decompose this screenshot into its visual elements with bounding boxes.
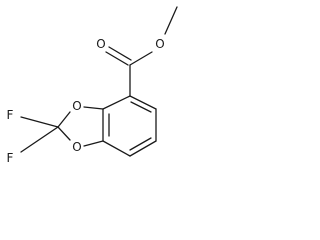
bond-c2-f-lower	[20, 126, 59, 153]
bond-carbonyl-o-single	[129, 51, 153, 66]
benzene-ring	[102, 95, 157, 157]
difluoro-group: F F	[7, 108, 59, 165]
fluorine-lower-label: F	[7, 151, 14, 165]
bond-c2-f-upper	[20, 116, 59, 128]
bond-carbonyl-o-double-a	[105, 51, 129, 66]
bond-o1-c2	[57, 111, 71, 128]
ring-oxygen-upper-label: O	[72, 99, 81, 113]
bond-carbonyl-o-double-b	[108, 46, 132, 61]
dioxole-ring: O O	[57, 99, 104, 154]
ring-oxygen-lower-label: O	[72, 140, 81, 154]
bond-o-methyl	[164, 6, 178, 35]
bond-c6-c7	[129, 140, 157, 157]
bond-c4-c5	[129, 95, 157, 110]
double-bond-c6-c7	[129, 137, 152, 151]
bond-c3a-c4	[102, 95, 131, 110]
bond-c3a-o1	[83, 106, 104, 110]
carbonyl-oxygen-label: O	[96, 37, 105, 51]
ester-oxygen-label: O	[155, 37, 164, 51]
fluorine-upper-label: F	[7, 108, 14, 122]
methyl-ester-group: O O	[96, 6, 178, 97]
bond-o3-c2	[57, 126, 71, 141]
molecule-structure: O O O O F F	[7, 6, 178, 165]
bond-c7a-o3	[83, 140, 104, 147]
bond-c7-c7a	[102, 140, 131, 157]
double-bond-c4-c5	[130, 101, 152, 113]
